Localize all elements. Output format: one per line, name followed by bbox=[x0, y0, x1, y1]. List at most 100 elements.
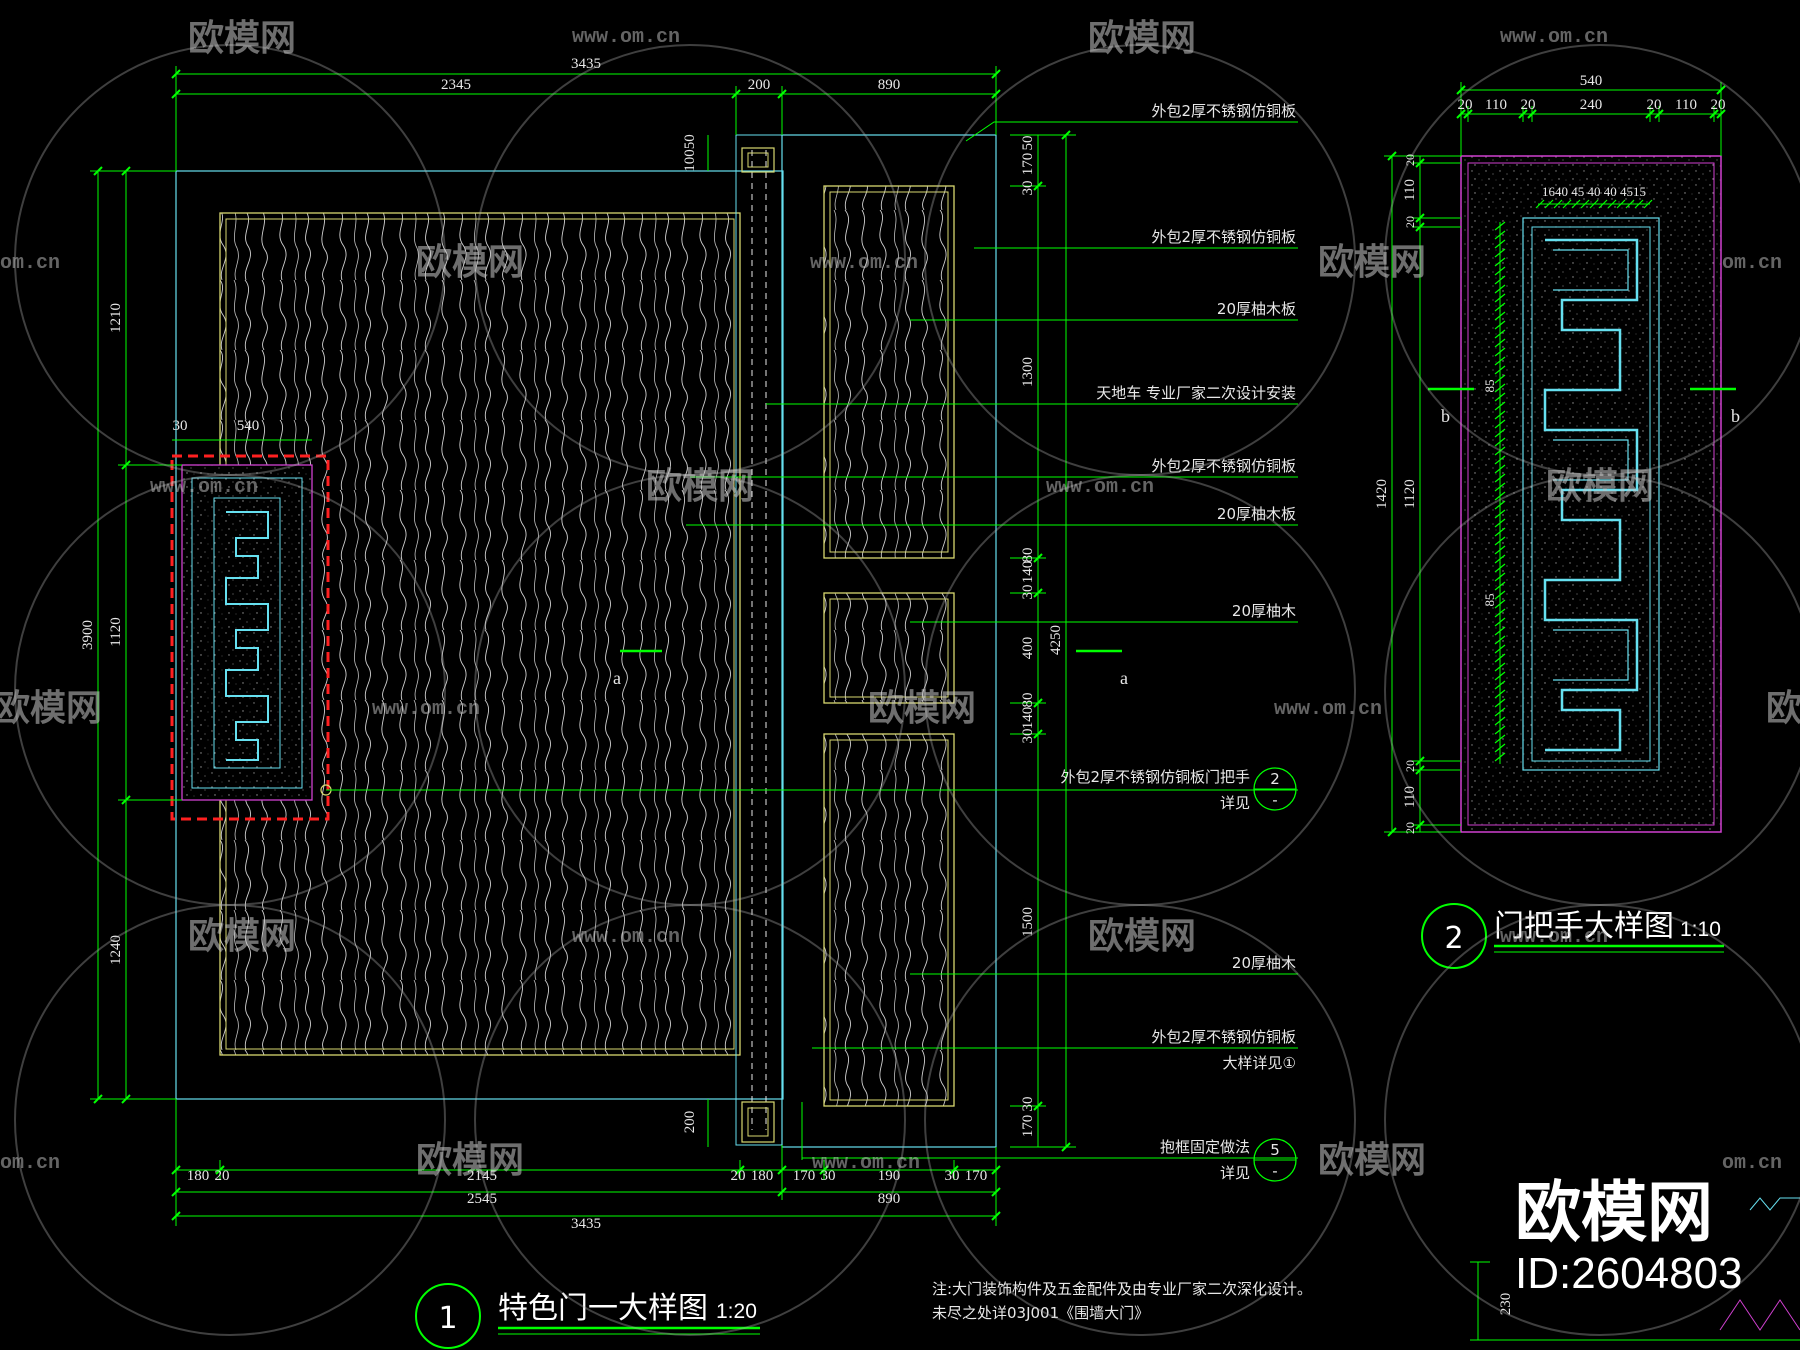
meander-pattern-large bbox=[1543, 238, 1639, 752]
dim-h-30: 30 bbox=[173, 418, 188, 434]
detail-ref-5-bottom: - bbox=[1272, 1162, 1277, 1180]
wm-10: 欧模网 bbox=[188, 916, 296, 957]
dim2-20c: 20 bbox=[1647, 97, 1662, 113]
wm-7: 欧模网 bbox=[0, 688, 102, 729]
side-tick bbox=[1494, 347, 1506, 357]
side-tick bbox=[1494, 383, 1506, 393]
wm-6: 欧模网 bbox=[1546, 466, 1654, 507]
top-tick bbox=[1598, 199, 1608, 209]
dim2-l-110b: 110 bbox=[1402, 786, 1418, 808]
door-outline bbox=[175, 170, 784, 1100]
dim-b-890: 890 bbox=[878, 1191, 901, 1207]
callout-2: 外包2厚不锈钢仿铜板 bbox=[1151, 228, 1296, 246]
side-tick bbox=[1494, 455, 1506, 465]
dim-b-180a: 180 bbox=[187, 1168, 210, 1184]
detail-ref-2: 2 - bbox=[1253, 767, 1297, 811]
dim2-inner: 1640 45 40 40 4515 bbox=[1542, 184, 1646, 199]
callout-8: 外包2厚不锈钢仿铜板门把手 bbox=[1060, 768, 1250, 786]
callouts: 外包2厚不锈钢仿铜板 外包2厚不锈钢仿铜板 20厚柚木板 天地车 专业厂家二次设… bbox=[1060, 102, 1296, 1182]
wm-3: 欧模网 bbox=[416, 242, 524, 283]
drawing1-number: 1 bbox=[438, 1301, 457, 1336]
dim-r-140b: 140 bbox=[1020, 707, 1036, 730]
note-line-1: 注:大门装饰构件及五金配件及由专业厂家二次深化设计。 bbox=[932, 1280, 1312, 1298]
dim-r-1500: 1500 bbox=[1020, 907, 1036, 937]
wm-5: 欧模网 bbox=[646, 466, 754, 507]
side-tick bbox=[1494, 509, 1506, 519]
side-tick bbox=[1494, 491, 1506, 501]
side-tick bbox=[1494, 293, 1506, 303]
side-tick bbox=[1494, 662, 1506, 672]
dim2-l-20a: 20 bbox=[1403, 154, 1417, 166]
side-tick bbox=[1494, 743, 1506, 753]
wm-12: 欧模网 bbox=[416, 1140, 524, 1181]
top-tick bbox=[1589, 199, 1599, 209]
side-tick bbox=[1494, 446, 1506, 456]
watermark-text: 欧模网 www.om.cn 欧模网 www.om.cn om.cn 欧模网 ww… bbox=[0, 18, 1800, 1181]
dim-2345: 2345 bbox=[441, 77, 471, 93]
side-tick bbox=[1494, 329, 1506, 339]
dim-r-80a: 80 bbox=[1020, 548, 1036, 563]
side-tick bbox=[1494, 374, 1506, 384]
side-tick bbox=[1494, 392, 1506, 402]
dim2-110b: 110 bbox=[1675, 97, 1697, 113]
detail-ref-5-top: 5 bbox=[1270, 1141, 1280, 1159]
side-tick bbox=[1494, 473, 1506, 483]
wm-url-4: www.om.cn bbox=[810, 252, 918, 275]
side-tick bbox=[1494, 608, 1506, 618]
side-tick bbox=[1494, 482, 1506, 492]
corner-brand: 欧模网 ID:2604803 bbox=[1515, 1174, 1743, 1298]
wm-url-11: www.om.cn bbox=[1500, 926, 1608, 949]
side-tick bbox=[1494, 716, 1506, 726]
wm-url-6: www.om.cn bbox=[150, 476, 258, 499]
wm-9: 欧模网 bbox=[1766, 688, 1800, 729]
side-tick bbox=[1494, 356, 1506, 366]
side-gate-outline bbox=[781, 134, 997, 1148]
side-tick bbox=[1494, 401, 1506, 411]
callout-13: 抱框固定做法 bbox=[1160, 1138, 1250, 1156]
dim2-20a: 20 bbox=[1458, 97, 1473, 113]
handle-side-ticks bbox=[1494, 199, 1653, 762]
wm-url-14: om.cn bbox=[1722, 1152, 1782, 1175]
brand-id: ID:2604803 bbox=[1515, 1249, 1743, 1298]
top-tick bbox=[1553, 199, 1563, 209]
side-tick bbox=[1494, 725, 1506, 735]
detail-ref-5: 5 - bbox=[1253, 1138, 1297, 1182]
top-tick bbox=[1535, 199, 1545, 209]
dim-b-190: 190 bbox=[878, 1168, 901, 1184]
dim-b-170a: 170 bbox=[793, 1168, 816, 1184]
dim2-20d: 20 bbox=[1711, 97, 1726, 113]
side-tick bbox=[1494, 707, 1506, 717]
callout-11: 外包2厚不锈钢仿铜板 bbox=[1151, 1028, 1296, 1046]
watermark-layer bbox=[14, 44, 1800, 1336]
wm-url-7: www.om.cn bbox=[1046, 476, 1154, 499]
drawing2-title-block: 2 门把手大样图 1:10 bbox=[1421, 903, 1724, 969]
side-tick bbox=[1494, 500, 1506, 510]
callout-10: 20厚柚木 bbox=[1232, 954, 1296, 972]
door-handle-outline bbox=[181, 464, 313, 801]
wm-url-8: www.om.cn bbox=[372, 698, 480, 721]
brand-name: 欧模网 bbox=[1515, 1174, 1713, 1251]
top-tick bbox=[1607, 199, 1617, 209]
side-tick bbox=[1494, 320, 1506, 330]
side-tick bbox=[1494, 536, 1506, 546]
dim-r-140a: 140 bbox=[1020, 561, 1036, 584]
dim-b-2545: 2545 bbox=[467, 1191, 497, 1207]
side-tick bbox=[1494, 734, 1506, 744]
side-tick bbox=[1494, 365, 1506, 375]
drawing2-title: 门把手大样图 bbox=[1494, 909, 1674, 944]
dimension-text-2: 540 20 110 20 240 20 110 20 1640 45 40 4… bbox=[1374, 73, 1726, 834]
callout-12: 大样详见① bbox=[1223, 1054, 1296, 1072]
detail-ref-2-bottom: - bbox=[1272, 791, 1277, 809]
callout-5: 外包2厚不锈钢仿铜板 bbox=[1151, 457, 1296, 475]
leader-lines bbox=[326, 121, 1298, 1159]
callout-14: 详见 bbox=[1220, 1164, 1250, 1182]
wm-11: 欧模网 bbox=[1088, 916, 1196, 957]
side-tick bbox=[1494, 284, 1506, 294]
dim2-l-20b: 20 bbox=[1403, 216, 1417, 228]
center-post bbox=[735, 134, 783, 1146]
dimension-lines-1 bbox=[90, 66, 1076, 1226]
top-tick bbox=[1643, 199, 1653, 209]
dim-l-3900: 3900 bbox=[80, 620, 96, 650]
drawing1-title: 特色门一大样图 bbox=[498, 1291, 708, 1326]
